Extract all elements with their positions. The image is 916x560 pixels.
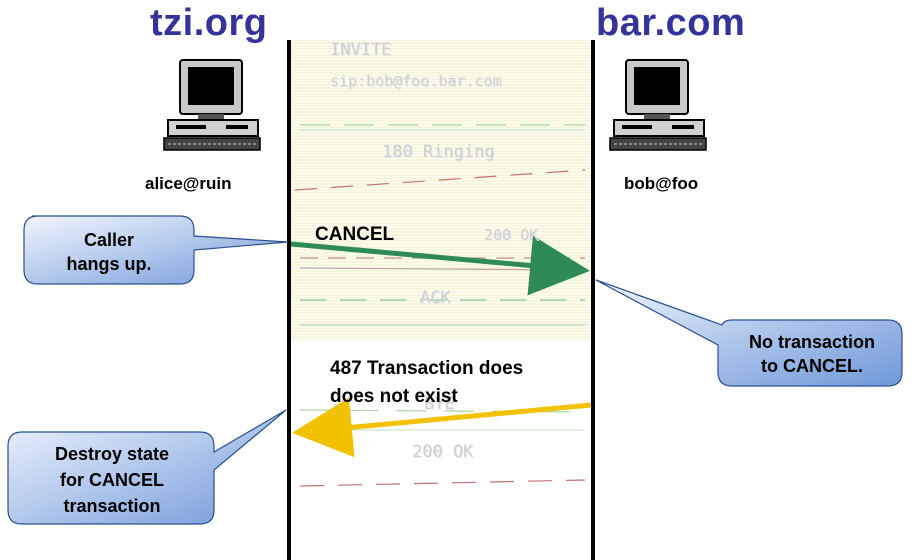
callout-destroy-line2: for CANCEL (60, 470, 164, 490)
user-right-label: bob@foo (624, 174, 699, 193)
faded-ok-cancel-label: 200 OK (484, 226, 539, 244)
callout-destroy-line1: Destroy state (55, 444, 169, 464)
callout-caller-line2: hangs up. (67, 254, 152, 274)
callout-caller: Caller hangs up. (23, 215, 289, 285)
callout-caller-line1: Caller (84, 230, 134, 250)
transaction-label-line1: 487 Transaction does (330, 358, 524, 379)
callout-no-transaction: No transaction to CANCEL. (595, 279, 903, 387)
faded-invite-uri: sip:bob@foo.bar.com (330, 72, 502, 90)
callout-destroy-line3: transaction (63, 496, 160, 516)
host-left-title: tzi.org (150, 2, 268, 44)
faded-ok-bye-label: 200 OK (412, 442, 474, 462)
response-487-arrow (292, 397, 592, 458)
host-right-title: bar.com (596, 2, 746, 44)
callout-destroy: Destroy state for CANCEL transaction (7, 409, 287, 525)
faded-invite-label: INVITE (330, 40, 392, 60)
computer-icon-right (609, 59, 707, 151)
cancel-label: CANCEL (315, 224, 395, 245)
callout-no-transaction-line1: No transaction (749, 332, 875, 352)
computer-icon-left (163, 59, 261, 151)
faded-ack-label: ACK (420, 288, 451, 308)
callout-no-transaction-line2: to CANCEL. (761, 356, 863, 376)
cancel-arrow (290, 235, 590, 296)
faded-bye-label: BYE (424, 394, 455, 414)
transaction-label-line2: does not exist (330, 386, 458, 407)
faded-ringing-label: 180 Ringing (382, 142, 495, 162)
user-left-label: alice@ruin (145, 174, 232, 193)
